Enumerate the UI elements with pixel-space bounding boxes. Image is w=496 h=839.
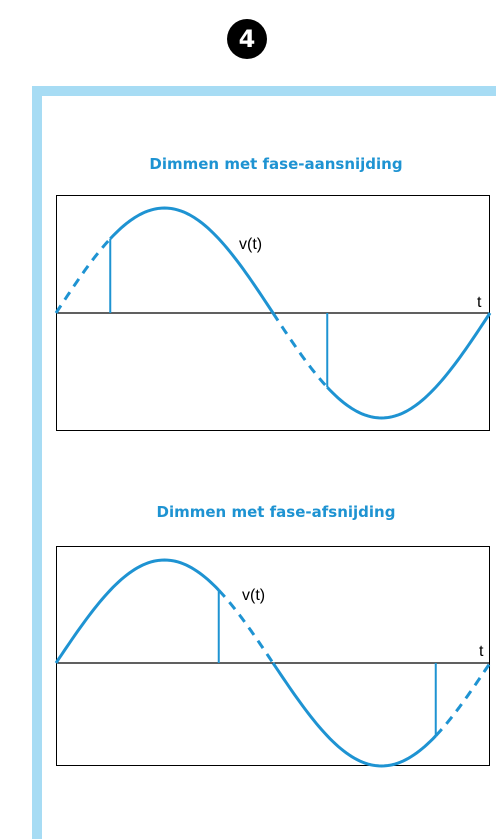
plot-frame: [56, 546, 490, 766]
diagram-title-trailing-edge: Dimmen met fase-afsnijding: [156, 503, 396, 521]
panel-frame: [32, 86, 496, 839]
step-number-badge: 4: [227, 19, 267, 59]
badge-circle: [227, 19, 267, 59]
badge-number: 4: [239, 25, 256, 53]
axis-label-t: t: [479, 643, 484, 660]
waveform-group: [54, 206, 492, 420]
curve-label-vt: v(t): [242, 587, 265, 604]
waveform-conducting-segment: [54, 558, 220, 664]
waveform-conducting-segment: [271, 662, 437, 768]
waveform-cut-segment: [54, 237, 112, 314]
axis-label-t: t: [477, 294, 482, 311]
waveform-cut-segment: [434, 662, 492, 737]
waveform-diagram-leading-edge: t v(t): [54, 195, 492, 431]
waveform-diagram-trailing-edge: t v(t): [54, 546, 492, 768]
diagram-title-leading-edge: Dimmen met fase-aansnijding: [149, 155, 403, 173]
waveform-conducting-segment: [326, 312, 492, 420]
waveform-cut-segment: [271, 312, 329, 389]
curve-label-vt: v(t): [239, 236, 262, 253]
waveform-conducting-segment: [109, 206, 275, 314]
waveform-group: [54, 558, 492, 768]
